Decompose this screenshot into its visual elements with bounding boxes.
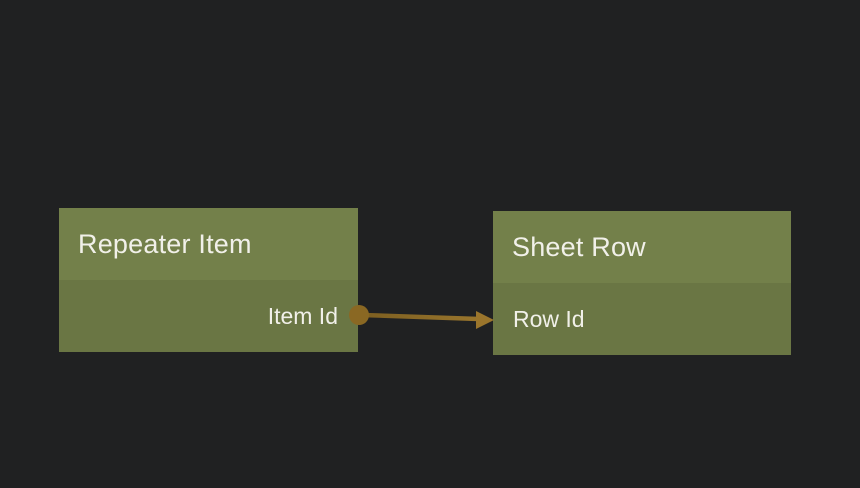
field-row-row-id[interactable]: Row Id <box>493 283 791 355</box>
node-body-sheet-row: Row Id <box>493 283 791 355</box>
output-port-dot[interactable] <box>349 305 369 325</box>
field-label: Item Id <box>267 302 338 329</box>
node-header-sheet-row[interactable]: Sheet Row <box>493 211 791 283</box>
node-title: Sheet Row <box>512 231 646 262</box>
node-body-repeater-item: Item Id <box>59 280 358 352</box>
node-header-repeater-item[interactable]: Repeater Item <box>59 208 358 280</box>
node-title: Repeater Item <box>78 228 252 259</box>
node-repeater-item[interactable]: Repeater Item Item Id <box>59 208 358 352</box>
field-row-item-id[interactable]: Item Id <box>59 280 358 352</box>
node-sheet-row[interactable]: Sheet Row Row Id <box>493 211 791 355</box>
field-label: Row Id <box>513 305 585 332</box>
connection-arrowhead-icon <box>476 311 494 329</box>
connection-line[interactable] <box>361 312 480 322</box>
